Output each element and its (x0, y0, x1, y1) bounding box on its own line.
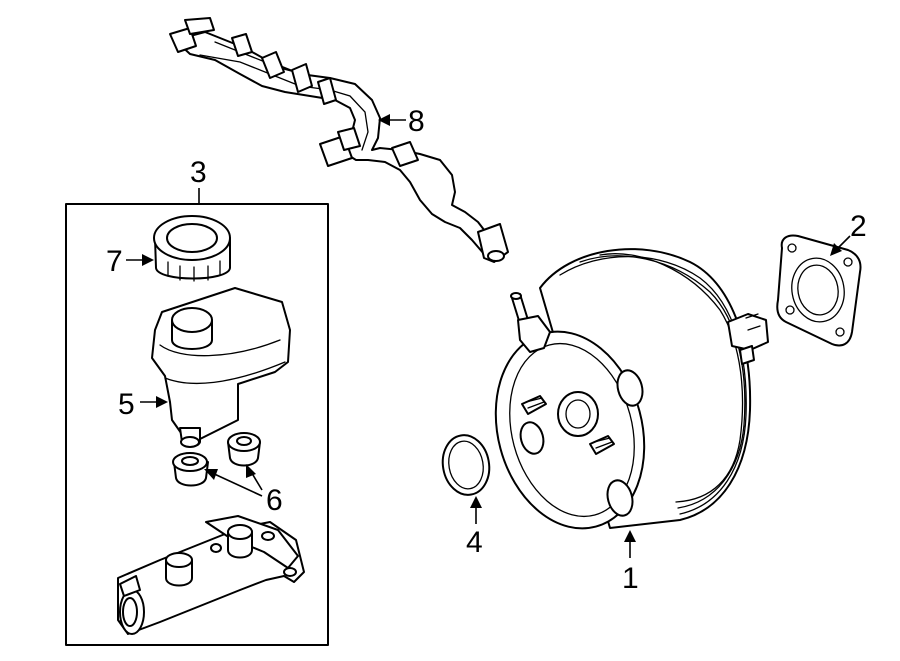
master-cylinder-body[interactable] (117, 515, 305, 635)
leader-line-6a (209, 471, 263, 497)
vacuum-hose-assembly[interactable] (169, 17, 509, 263)
arrow-head-8 (378, 114, 390, 126)
brake-booster[interactable] (475, 248, 769, 545)
arrow-head-1 (624, 530, 636, 542)
master-cylinder-assembly-box (65, 203, 329, 646)
arrow-head-2 (830, 243, 842, 256)
arrow-head-6a (204, 469, 218, 480)
fluid-reservoir[interactable] (151, 287, 291, 448)
arrow-head-7 (142, 254, 154, 266)
arrow-head-5 (156, 396, 168, 408)
arrow-head-4 (470, 496, 482, 508)
callout-3: 3 (190, 156, 207, 189)
grommets[interactable] (172, 432, 261, 487)
callout-6: 6 (266, 484, 283, 517)
callout-2: 2 (850, 210, 867, 243)
seal-ring[interactable] (438, 431, 494, 498)
callout-5: 5 (118, 388, 135, 421)
callout-4: 4 (466, 526, 483, 559)
arrow-head-6b (246, 464, 256, 478)
callout-1: 1 (622, 562, 639, 595)
callout-8: 8 (408, 105, 425, 138)
booster-gasket[interactable] (776, 234, 862, 347)
callout-7: 7 (106, 245, 123, 278)
reservoir-cap[interactable] (153, 215, 231, 282)
